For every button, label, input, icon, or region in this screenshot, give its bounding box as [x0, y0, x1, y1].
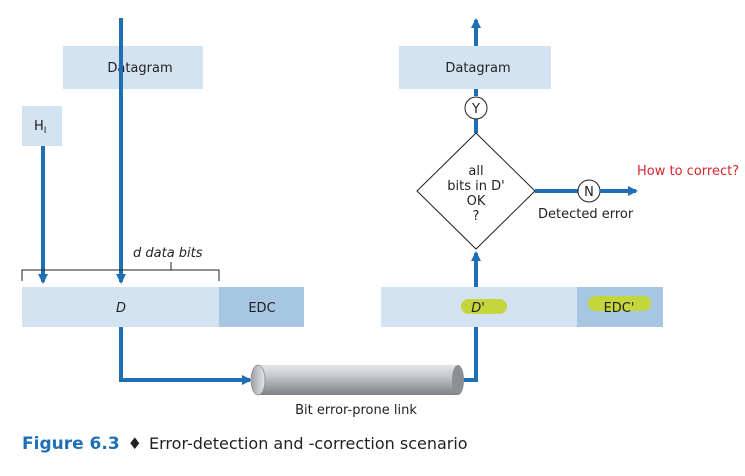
decision-diamond	[416, 132, 536, 250]
sender-data-box	[22, 287, 219, 327]
receiver-edc-label: EDC'	[604, 301, 635, 316]
receiver-datagram-box	[399, 46, 551, 89]
decision-line-3: OK	[467, 194, 486, 209]
sender-edc-label: EDC	[248, 301, 275, 316]
link-label: Bit error-prone link	[295, 403, 417, 418]
caption-separator: ♦	[128, 434, 142, 453]
sender-datagram-box	[63, 46, 203, 89]
detected-error-label: Detected error	[538, 207, 634, 222]
yes-circle	[464, 96, 488, 120]
data-bits-label: d data bits	[133, 246, 203, 261]
how-to-correct-label: How to correct?	[637, 164, 739, 179]
sender-edc-box	[219, 287, 304, 327]
sender-datagram-label: Datagram	[107, 61, 172, 76]
header-label: HI	[34, 119, 46, 136]
receiver-data-label: D'	[471, 301, 485, 316]
to-link-arrow	[119, 327, 252, 385]
data-bits-bracket	[21, 262, 220, 281]
sender-data-label: D	[116, 301, 126, 316]
receiver-datagram-label: Datagram	[445, 61, 510, 76]
decision-line-4: ?	[473, 209, 480, 224]
no-label: N	[584, 185, 594, 200]
link-pipe	[250, 364, 464, 396]
figure-caption: Figure 6.3 ♦ Error-detection and -correcti…	[22, 434, 468, 454]
figure-number: Figure 6.3	[22, 434, 120, 454]
yes-label: Y	[471, 102, 480, 117]
receiver-edc-highlight	[588, 296, 651, 311]
decision-line-1: all	[468, 164, 483, 179]
header-box	[22, 106, 62, 146]
decision-line-2: bits in D'	[447, 179, 504, 194]
receiver-data-highlight	[461, 299, 507, 314]
caption-text: Error-detection and -correction scenario	[149, 434, 468, 453]
